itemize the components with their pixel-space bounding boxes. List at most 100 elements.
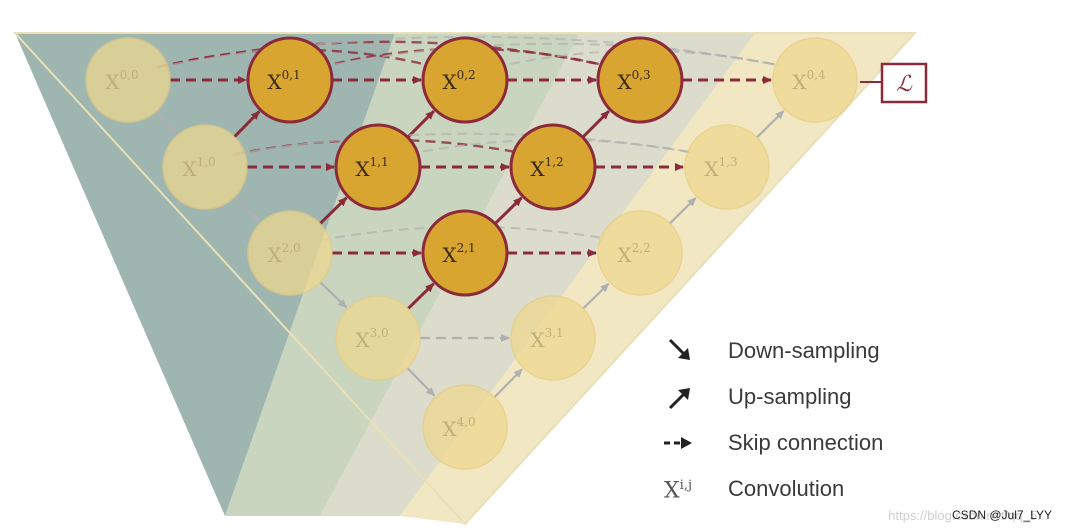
down-sampling-arrow-10-20 xyxy=(233,196,260,223)
node-label-sup: 3,1 xyxy=(545,326,564,340)
node-label: X2,1 xyxy=(442,241,475,267)
legend: Down-sampling Up-sampling Skip connectio… xyxy=(660,330,960,514)
dense-skip-arc-01-03 xyxy=(319,47,605,69)
node-circle xyxy=(596,36,684,124)
node-label-sup: 0,4 xyxy=(807,68,826,82)
node-label-sup: 3,0 xyxy=(370,326,389,340)
node-x-1-2: X1,2 xyxy=(509,123,597,211)
node-circle xyxy=(510,295,596,381)
node-label-base: X xyxy=(530,328,545,352)
node-circle xyxy=(422,384,508,470)
up-sampling-arrow-21-12 xyxy=(493,196,523,225)
node-x-2-2: X2,2 xyxy=(597,210,683,296)
up-sampling-arrow-10-01 xyxy=(233,110,261,139)
up-sampling-arrow-40-31 xyxy=(493,368,523,398)
node-circle xyxy=(246,36,334,124)
node-label: X0,3 xyxy=(617,68,650,94)
up-sampling-arrow-13-04 xyxy=(756,110,785,139)
node-label: X1,2 xyxy=(530,155,563,181)
legend-row-down-sampling: Down-sampling xyxy=(660,330,960,376)
node-label: X1,0 xyxy=(182,155,215,181)
node-label-base: X xyxy=(792,70,807,94)
down-sampling-arrow-20-30 xyxy=(319,281,348,309)
node-label-base: X xyxy=(182,157,197,181)
node-x-1-3: X1,3 xyxy=(684,124,770,210)
node-label-base: X xyxy=(530,157,545,181)
node-label-sup: 0,0 xyxy=(120,68,139,82)
node-label-sup: 4,0 xyxy=(457,415,476,429)
node-label-base: X xyxy=(442,417,457,441)
legend-label-up-sampling: Up-sampling xyxy=(728,384,852,409)
node-label-sup: 2,1 xyxy=(457,241,476,255)
legend-label-convolution: Convolution xyxy=(728,476,845,501)
node-label: X3,1 xyxy=(530,326,563,352)
band-outline xyxy=(12,32,918,526)
node-circle xyxy=(509,123,597,211)
node-label-base: X xyxy=(267,70,282,94)
band-0 xyxy=(15,33,395,516)
convolution-symbol-sup: i,j xyxy=(679,478,692,493)
node-label-base: X xyxy=(442,70,457,94)
node-label-base: X xyxy=(105,70,120,94)
node-label: X4,0 xyxy=(442,415,475,441)
node-label: X1,1 xyxy=(355,155,388,181)
node-label-sup: 1,1 xyxy=(370,155,389,169)
node-label-sup: 0,2 xyxy=(457,68,476,82)
node-circle xyxy=(597,210,683,296)
up-sampling-arrow-20-11 xyxy=(318,196,348,225)
node-x-3-1: X3,1 xyxy=(510,295,596,381)
node-label: X0,4 xyxy=(792,68,826,94)
node-circle xyxy=(334,123,422,211)
node-label-sup: 2,2 xyxy=(632,241,651,255)
up-sampling-arrow-icon xyxy=(668,388,690,410)
node-label: X0,1 xyxy=(267,68,300,94)
node-label-sup: 2,0 xyxy=(282,241,301,255)
node-label-sup: 0,3 xyxy=(632,68,651,82)
node-x-0-2: X0,2 xyxy=(421,36,509,124)
dense-skip-arc-10-13 xyxy=(234,132,692,156)
node-x-2-0: X2,0 xyxy=(247,210,333,296)
dense-skip-arc-20-22 xyxy=(319,225,605,242)
node-label: X3,0 xyxy=(355,326,388,352)
node-label-base: X xyxy=(355,157,370,181)
watermark-url: https://blog.csdn.net/qq_5... xyxy=(888,508,1048,523)
down-sampling-arrow-icon xyxy=(668,338,690,360)
up-sampling-arrow-30-21 xyxy=(406,282,435,310)
dense-skip-arc-02-04 xyxy=(494,49,780,69)
node-label-sup: 1,0 xyxy=(197,155,216,169)
legend-label-down-sampling: Down-sampling xyxy=(728,338,880,363)
node-circle xyxy=(421,209,509,297)
node-x-0-0: X0,0 xyxy=(85,37,171,123)
node-label-base: X xyxy=(617,70,632,94)
up-sampling-arrow-31-22 xyxy=(582,282,610,310)
node-circle xyxy=(335,295,421,381)
node-label-base: X xyxy=(617,243,632,267)
loss-box-label: ℒ xyxy=(896,72,913,97)
node-label-base: X xyxy=(267,243,282,267)
node-label-sup: 0,1 xyxy=(282,68,301,82)
node-label: X2,0 xyxy=(267,241,300,267)
node-circle xyxy=(772,37,858,123)
node-x-1-1: X1,1 xyxy=(334,123,422,211)
node-label-sup: 1,3 xyxy=(719,155,738,169)
node-x-3-0: X3,0 xyxy=(335,295,421,381)
node-label-base: X xyxy=(442,243,457,267)
down-sampling-arrow-30-40 xyxy=(406,367,436,397)
node-x-1-0: X1,0 xyxy=(162,124,248,210)
node-x-0-1: X0,1 xyxy=(246,36,334,124)
node-label-base: X xyxy=(355,328,370,352)
node-circle xyxy=(85,37,171,123)
node-label: X0,2 xyxy=(442,68,475,94)
convolution-symbol-base: X xyxy=(664,478,680,504)
legend-row-skip-connection: Skip connection xyxy=(660,422,960,468)
edges-layer xyxy=(155,35,785,398)
node-label-sup: 1,2 xyxy=(545,155,564,169)
node-circle xyxy=(162,124,248,210)
up-sampling-arrow-12-03 xyxy=(581,110,610,139)
band-1 xyxy=(225,33,580,516)
node-x-2-1: X2,1 xyxy=(421,209,509,297)
node-x-0-4: X0,4 xyxy=(772,37,858,123)
node-label: X2,2 xyxy=(617,241,650,267)
convolution-symbol: Xi,j xyxy=(664,478,692,503)
